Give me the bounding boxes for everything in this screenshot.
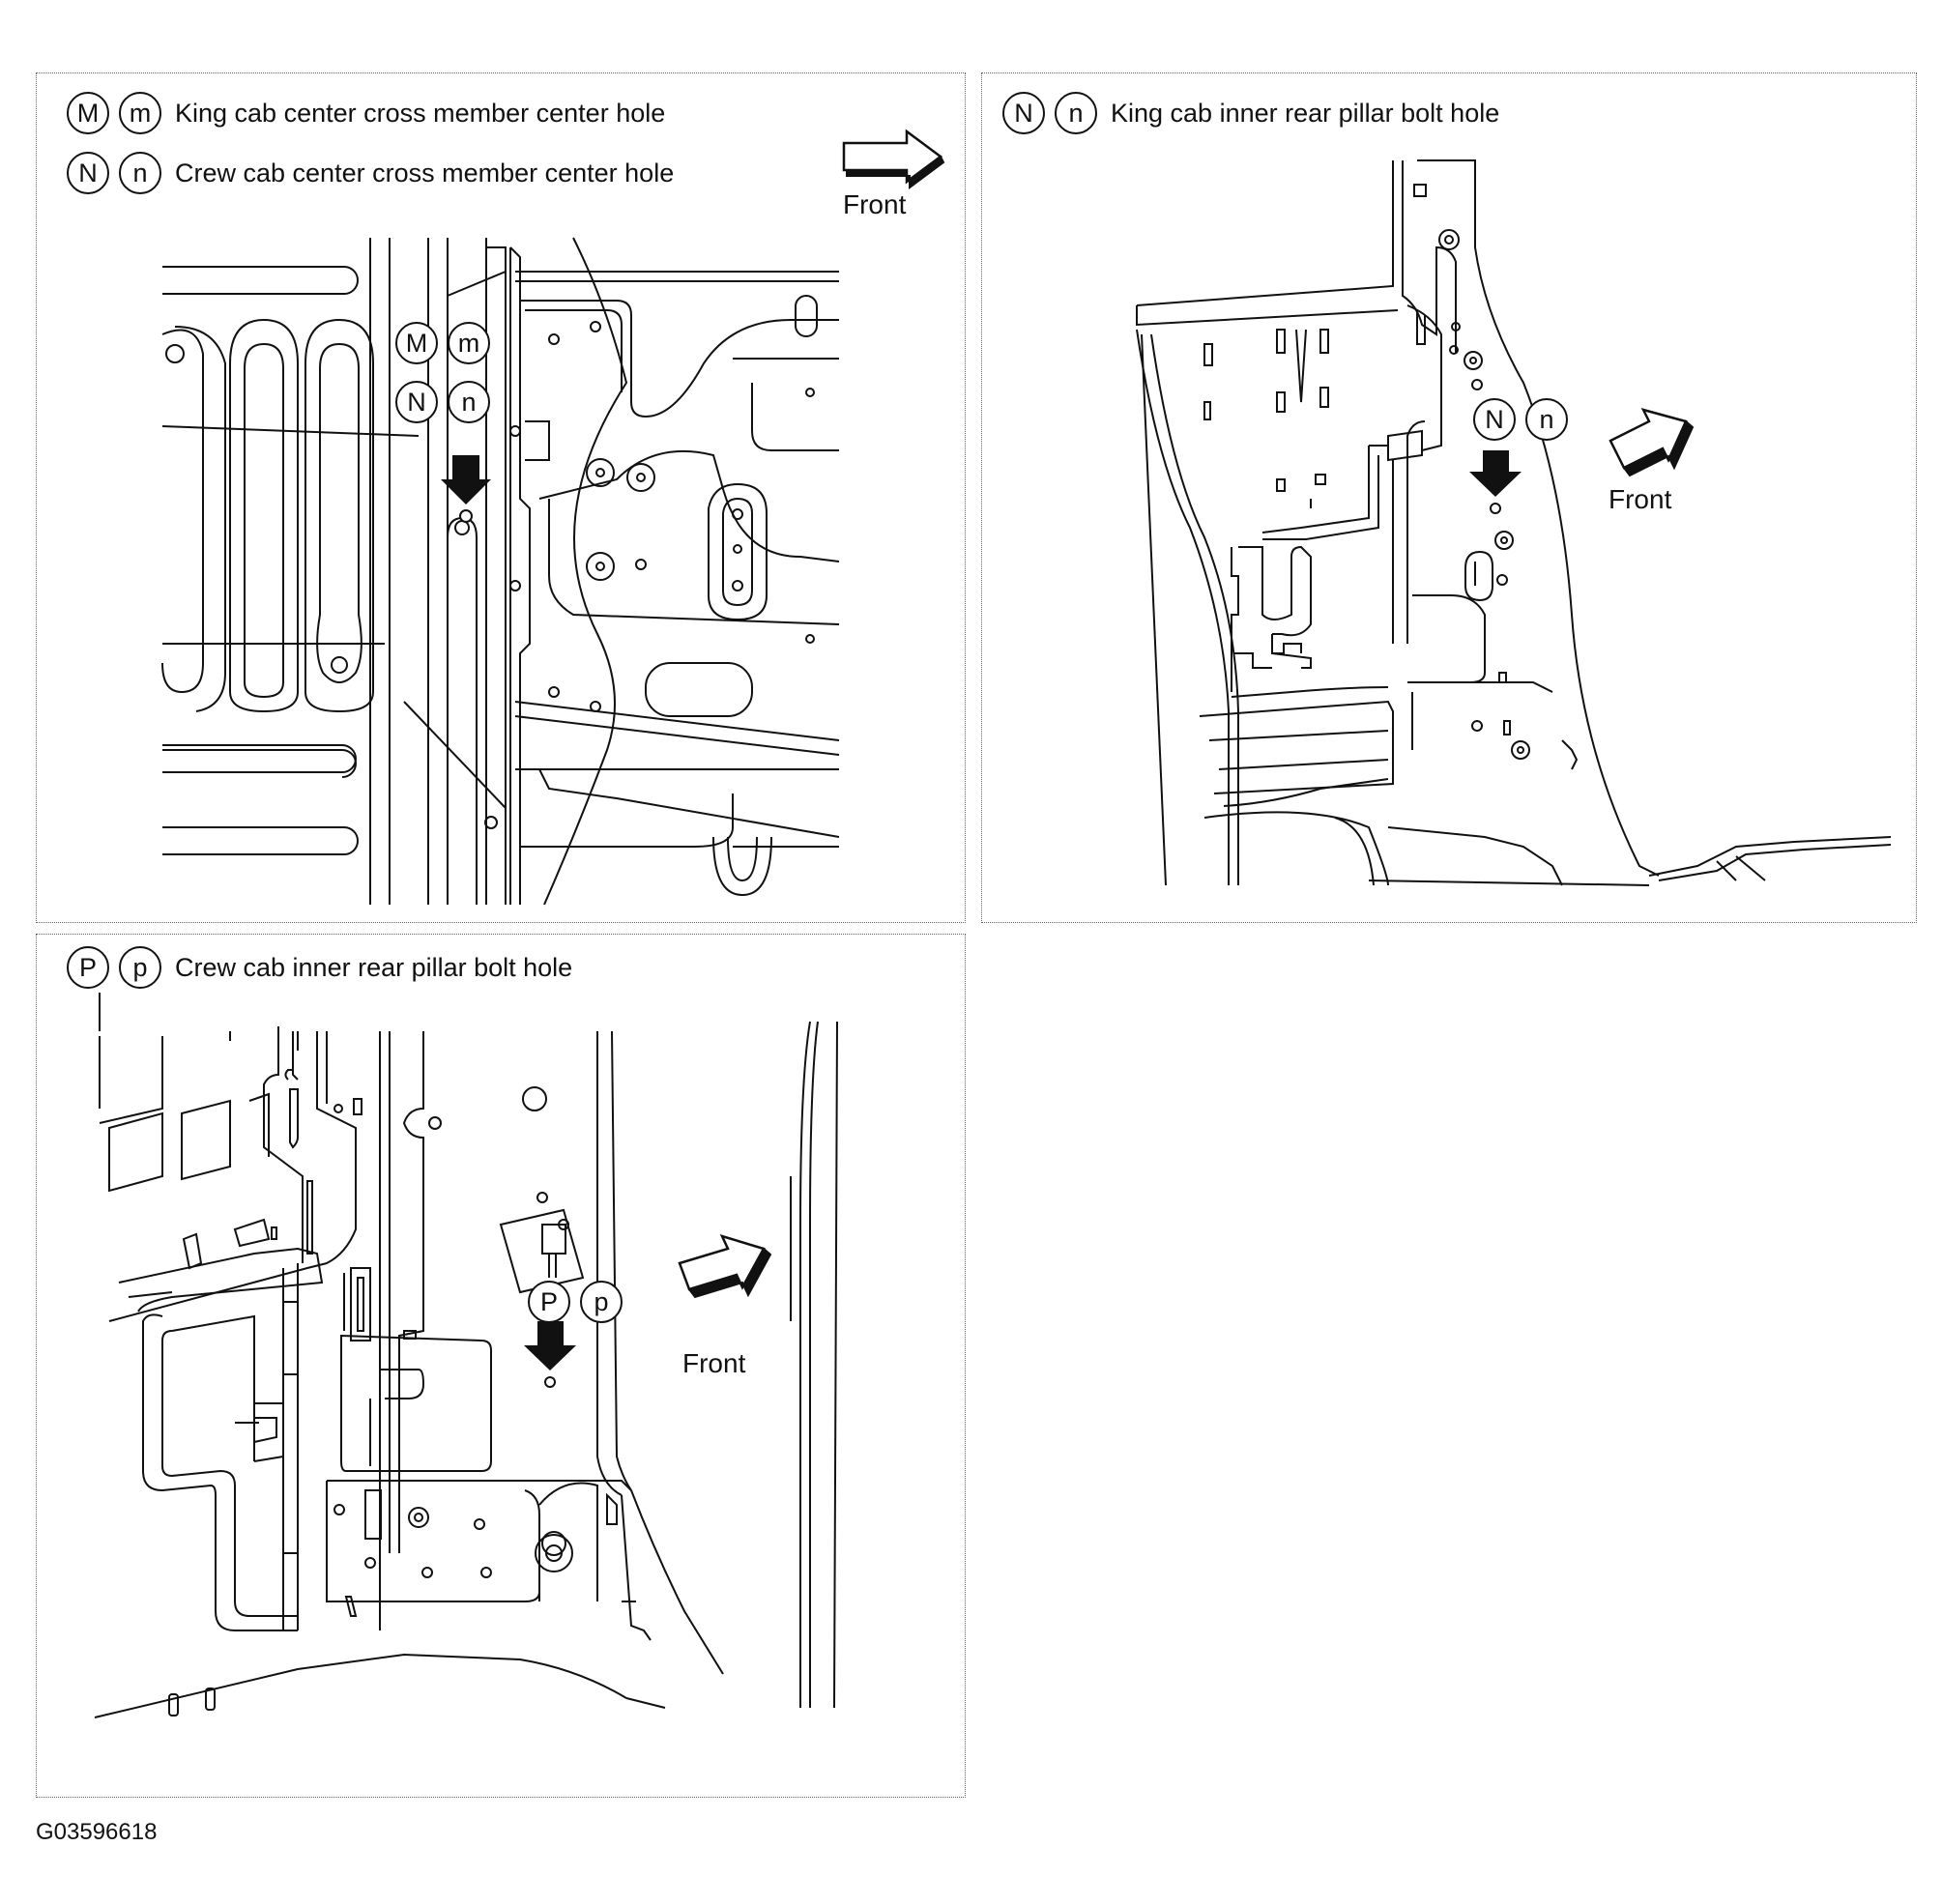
callout-badge-n: n [119,152,161,194]
down-arrow-icon [524,1321,576,1370]
legend-text: Crew cab inner rear pillar bolt hole [175,952,573,982]
panel-crew-cab-pillar: P p Crew cab inner rear pillar bolt hole [36,934,966,1798]
callout-badge-N: N [67,152,109,194]
down-arrow-icon [1469,450,1522,497]
callout-pair-M-m: M m [395,322,500,364]
target-hole-icon [459,509,473,523]
callout-badge-p: p [580,1281,623,1323]
target-hole-icon [1490,503,1501,514]
callout-badge-N: N [1002,92,1045,134]
callout-badge-N: N [1473,398,1516,441]
legend-text: King cab inner rear pillar bolt hole [1111,98,1500,128]
callout-badge-n: n [448,381,490,423]
legend-king-cab-cross-member: M m King cab center cross member center … [67,92,665,134]
callout-badge-m: m [448,322,490,364]
legend-crew-cab-pillar: P p Crew cab inner rear pillar bolt hole [67,946,572,989]
callout-badge-m: m [119,92,161,134]
legend-text: King cab center cross member center hole [175,98,666,128]
down-arrow-icon [441,455,491,505]
legend-king-cab-pillar: N n King cab inner rear pillar bolt hole [1002,92,1499,134]
callout-pair-N-n: N n [1473,398,1578,441]
figure-id: G03596618 [36,1819,158,1845]
front-label: Front [1609,484,1672,514]
callout-badge-P: P [67,946,109,989]
target-hole-icon [544,1376,556,1388]
callout-badge-N: N [395,381,438,423]
callout-badge-p: p [119,946,161,989]
callout-pair-P-p: P p [528,1281,632,1323]
callout-badge-M: M [67,92,109,134]
front-label: Front [843,189,907,219]
callout-pair-N-n: N n [395,381,500,423]
crew-cab-pillar-drawing [94,993,838,1718]
king-cab-pillar-drawing [1136,159,1892,886]
cross-member-drawing [161,129,945,906]
front-label: Front [682,1348,746,1378]
callout-badge-P: P [528,1281,570,1323]
panel-king-cab-pillar: N n King cab inner rear pillar bolt hole [981,72,1917,923]
callout-badge-M: M [395,322,438,364]
legend-text: Crew cab center cross member center hole [175,158,675,188]
panel-center-cross-member: M m King cab center cross member center … [36,72,966,923]
callout-badge-n: n [1055,92,1097,134]
callout-badge-n: n [1525,398,1568,441]
legend-crew-cab-cross-member: N n Crew cab center cross member center … [67,152,674,194]
